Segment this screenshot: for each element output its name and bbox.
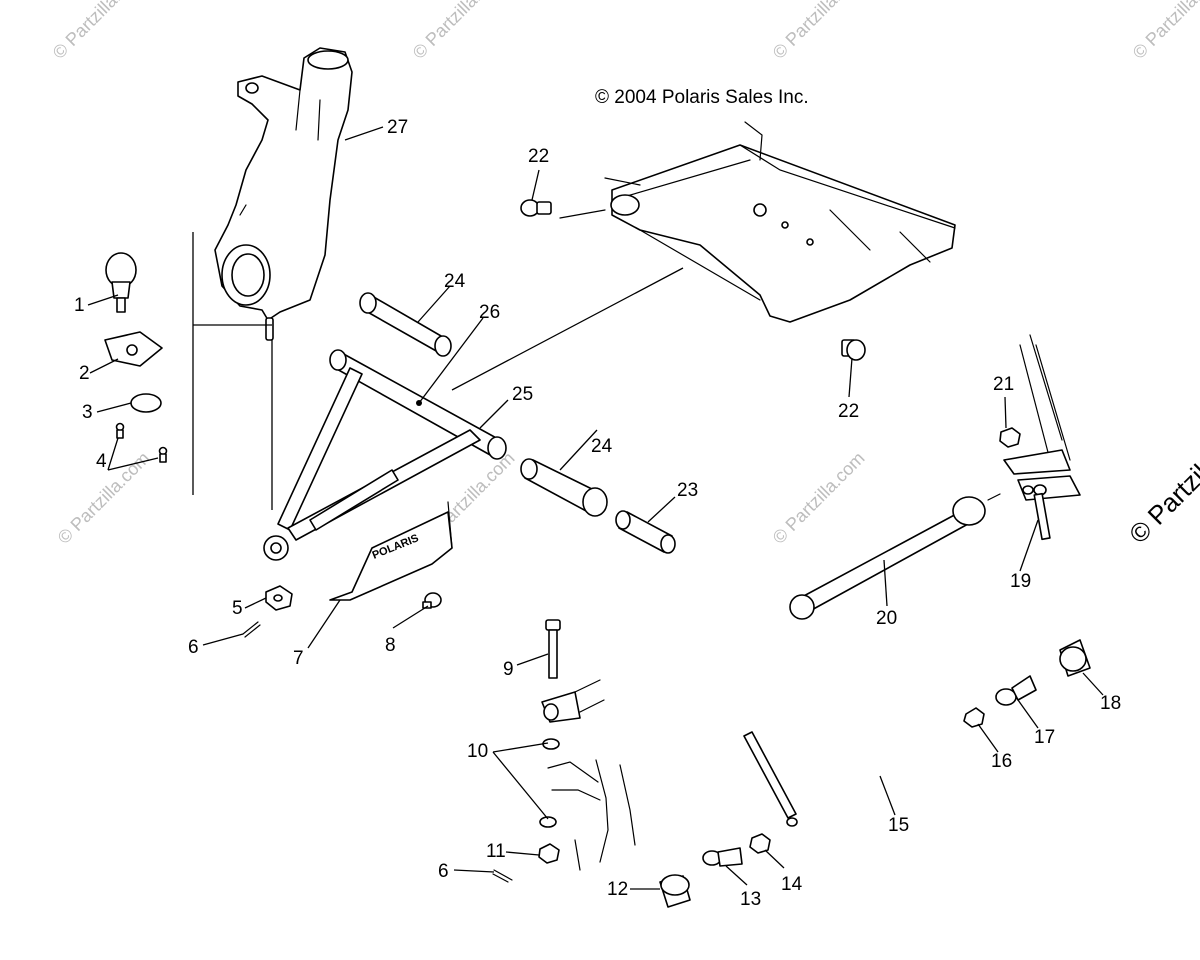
tie-rod-end-part-13[interactable] <box>702 847 743 867</box>
tie-rod-part-15[interactable] <box>743 731 798 827</box>
watermark: © Partzilla.com <box>769 0 869 63</box>
steering-post-section <box>1003 334 1081 501</box>
watermark: © Partzilla.com <box>1129 0 1200 63</box>
a-arm-part-25[interactable] <box>263 349 507 561</box>
watermark: © Partzilla.com <box>49 0 149 63</box>
nut-part-11[interactable] <box>538 843 560 864</box>
callout-24: 24 <box>444 271 466 292</box>
copyright-text: © 2004 Polaris Sales Inc. <box>595 87 809 108</box>
grease-fittings-part-4[interactable] <box>115 422 168 463</box>
bushing-part-24-top[interactable] <box>359 292 452 357</box>
callout-9: 9 <box>503 659 514 680</box>
watermark-edge: © Partzil <box>1123 458 1200 549</box>
callout-25: 25 <box>512 384 533 405</box>
callout-11: 11 <box>486 841 506 862</box>
tie-rod-end-part-12[interactable] <box>659 874 691 908</box>
washer-part-10-b[interactable] <box>539 816 557 828</box>
callout-24: 24 <box>591 436 613 457</box>
knuckle-part-27[interactable] <box>214 47 353 341</box>
bushing-part-23[interactable] <box>615 510 676 554</box>
cotter-pin-part-6-bottom[interactable] <box>492 869 513 883</box>
cap-part-3[interactable] <box>130 393 162 413</box>
tie-rod-part-20[interactable] <box>789 493 1001 620</box>
bolt-part-22-bottom[interactable] <box>841 339 866 361</box>
callout-1: 1 <box>74 295 85 316</box>
callout-22: 22 <box>838 401 859 422</box>
nut-part-16[interactable] <box>963 707 985 728</box>
skid-plate-part-7[interactable]: POLARIS <box>329 501 453 601</box>
callout-19: 19 <box>1010 571 1031 592</box>
frame-section <box>451 121 956 391</box>
callouts: 1 2 3 4 5 6 7 8 9 10 11 6 12 13 14 15 16… <box>74 117 1121 910</box>
callout-5: 5 <box>232 598 243 619</box>
bolt-part-22-top[interactable] <box>520 199 552 217</box>
callout-2: 2 <box>79 363 90 384</box>
cotter-pin-part-6-top[interactable] <box>242 621 261 638</box>
callout-15: 15 <box>888 815 909 836</box>
bolt-part-9[interactable] <box>545 619 561 679</box>
ball-joint-part-1[interactable] <box>105 252 137 313</box>
callout-23: 23 <box>677 480 698 501</box>
leader-lines <box>87 126 1104 890</box>
callout-3: 3 <box>82 402 93 423</box>
callout-16: 16 <box>991 751 1012 772</box>
callout-20: 20 <box>876 608 897 629</box>
tie-rod-end-part-18[interactable] <box>1059 639 1091 677</box>
bolt-part-8[interactable] <box>422 592 442 609</box>
callout-18: 18 <box>1100 693 1121 714</box>
nut-part-21[interactable] <box>999 427 1021 448</box>
callout-12: 12 <box>607 879 628 900</box>
callout-7: 7 <box>293 648 304 669</box>
callout-22: 22 <box>528 146 549 167</box>
plate-hole-icon <box>126 344 138 356</box>
callout-13: 13 <box>740 889 761 910</box>
nut-part-14[interactable] <box>749 833 771 854</box>
callout-27: 27 <box>387 117 408 138</box>
callout-6: 6 <box>188 637 199 658</box>
callout-21: 21 <box>993 374 1014 395</box>
tie-rod-mount-section <box>541 679 636 871</box>
callout-4: 4 <box>96 451 107 472</box>
callout-10: 10 <box>467 741 488 762</box>
callout-26: 26 <box>479 302 500 323</box>
tie-rod-end-part-17[interactable] <box>995 675 1037 706</box>
bolt-part-19[interactable] <box>1033 484 1051 541</box>
callout-8: 8 <box>385 635 396 656</box>
watermark: © Partzilla.com <box>409 0 509 63</box>
watermark: © Partzilla.com <box>769 448 869 548</box>
callout-14: 14 <box>781 874 803 895</box>
bushing-part-24-bottom[interactable] <box>520 458 608 517</box>
callout-6: 6 <box>438 861 449 882</box>
callout-17: 17 <box>1034 727 1055 748</box>
nut-part-5[interactable] <box>265 585 293 611</box>
